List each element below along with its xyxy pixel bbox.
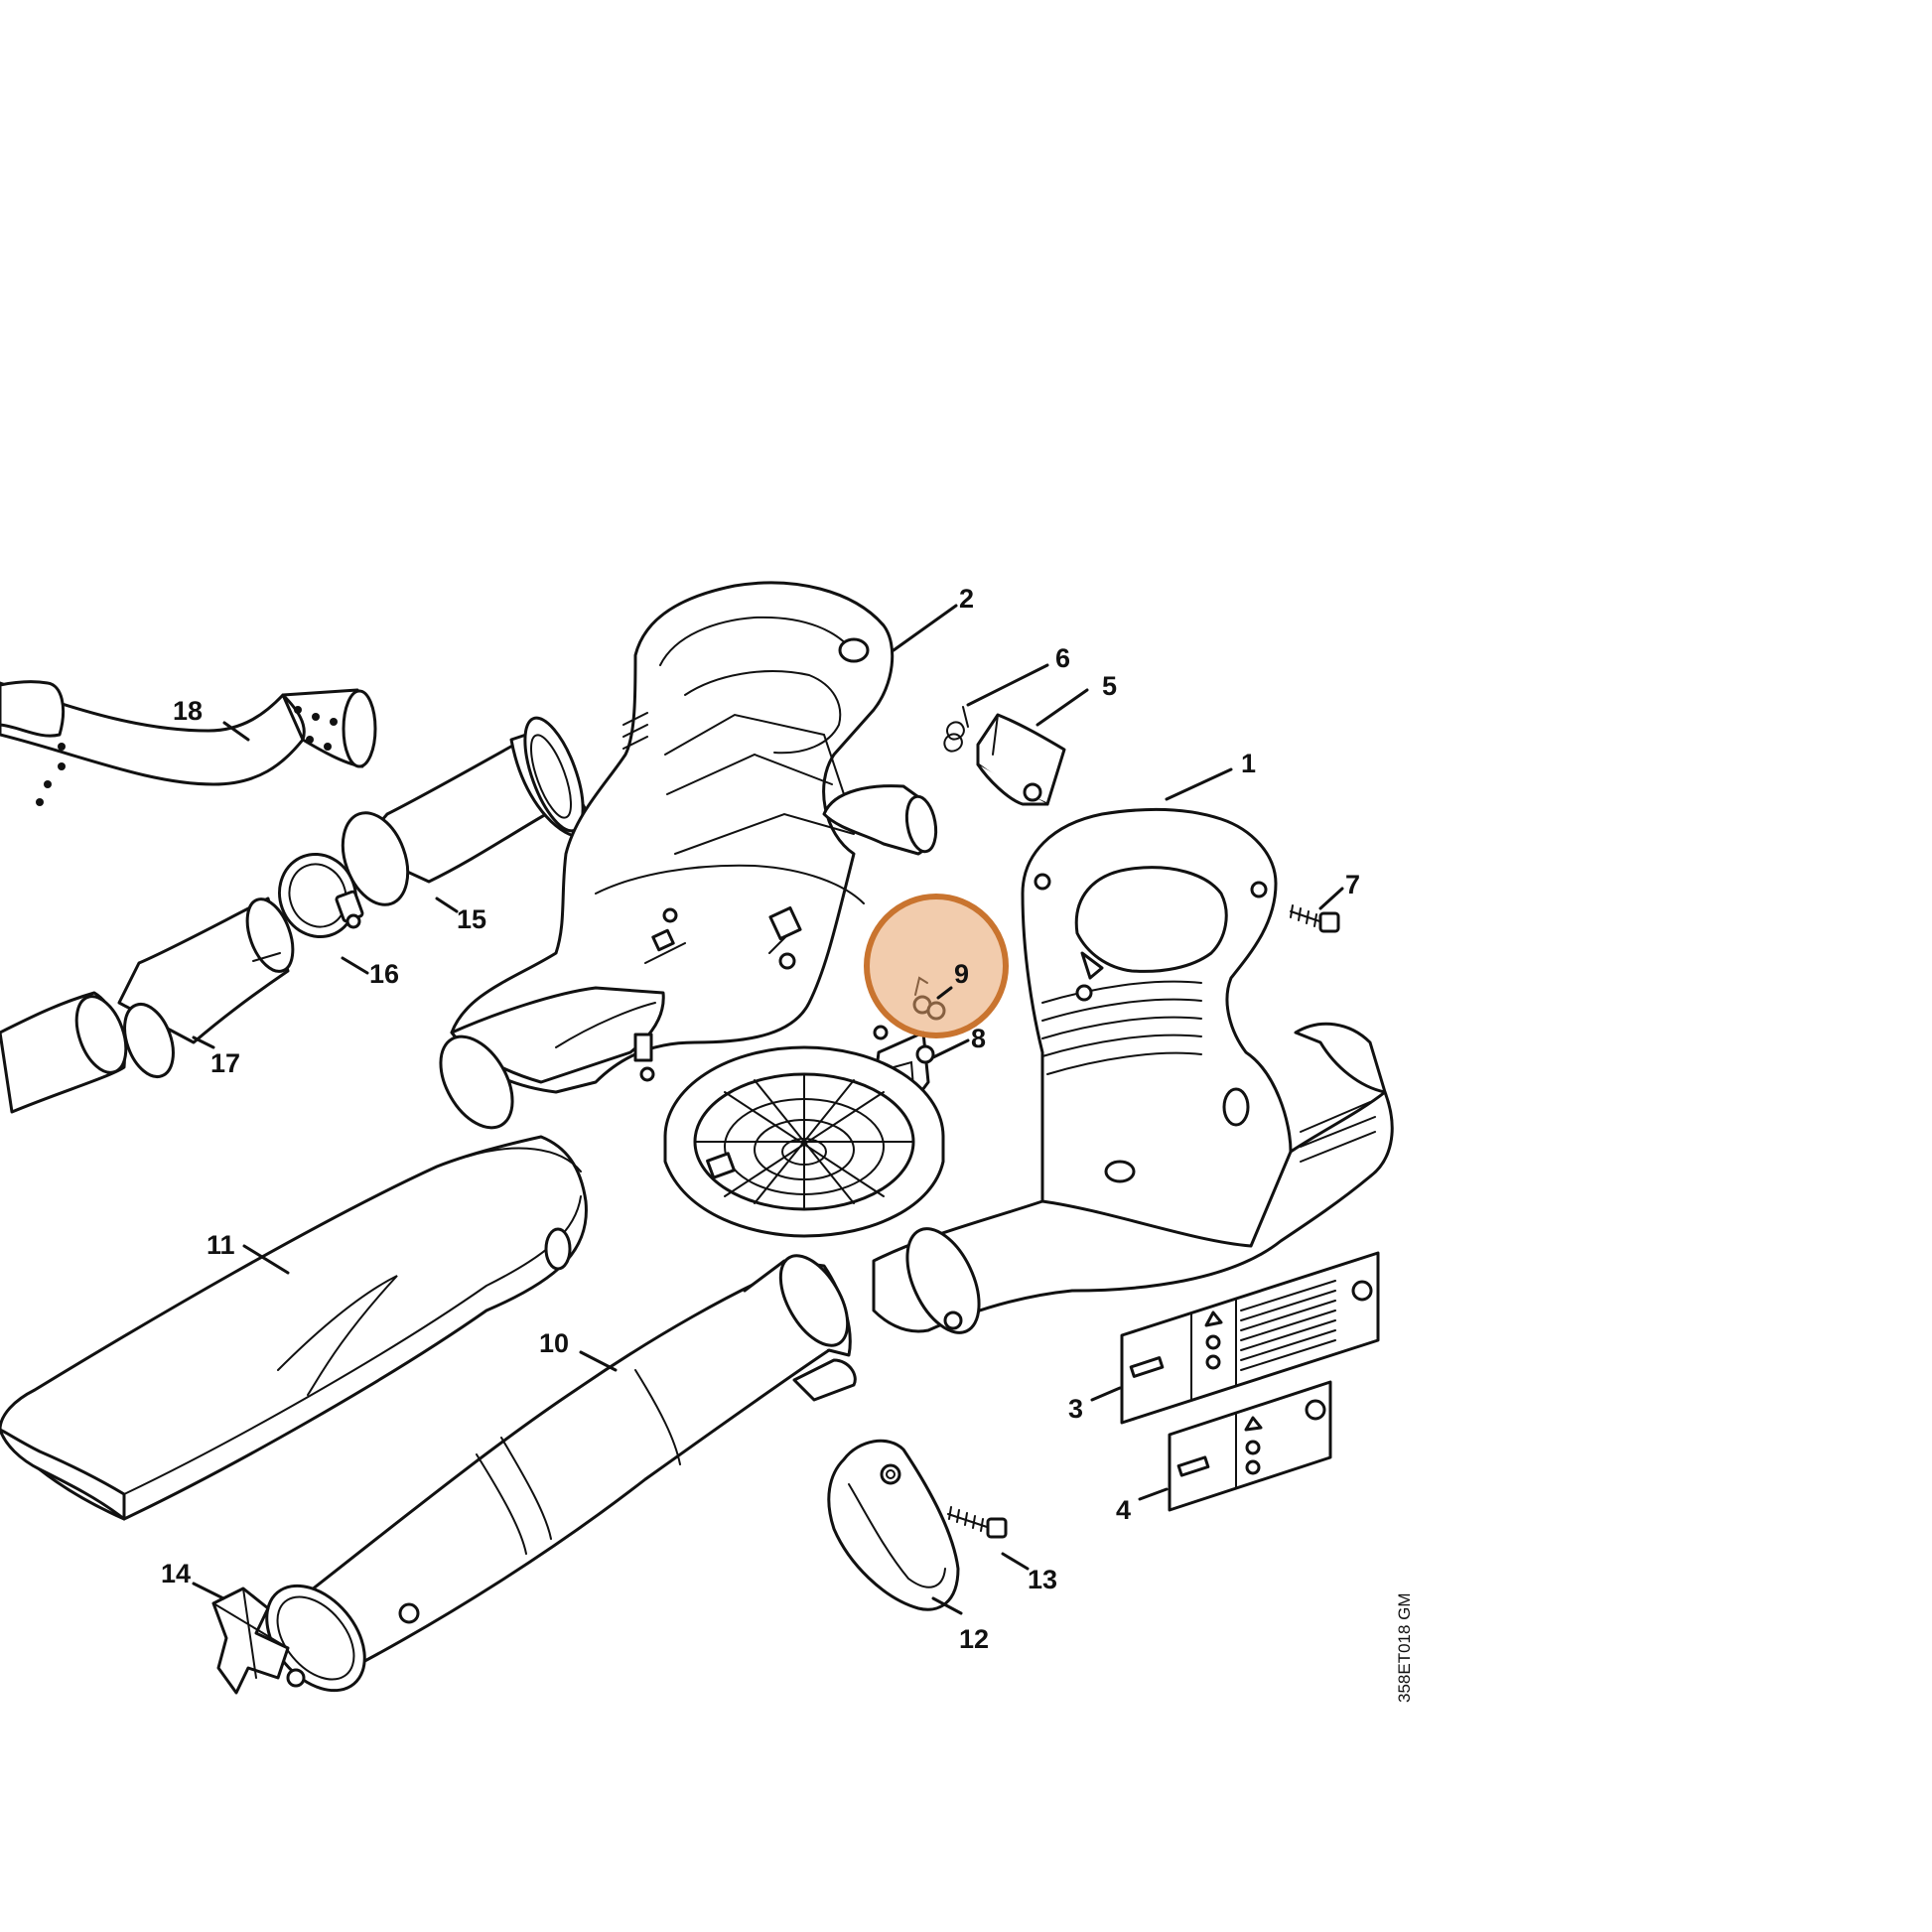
part-12-clamp-ring[interactable]: [827, 1439, 960, 1611]
part-10-blower-tube[interactable]: [247, 1245, 862, 1710]
callout-10: 10: [539, 1328, 569, 1358]
callout-7: 7: [1345, 870, 1360, 899]
part-13-screw[interactable]: [947, 1506, 1008, 1539]
part-1-housing-half[interactable]: [872, 807, 1394, 1343]
callout-17: 17: [210, 1048, 240, 1078]
callout-15: 15: [457, 904, 486, 934]
impeller-cover[interactable]: [663, 1045, 945, 1238]
callout-6: 6: [1055, 643, 1070, 673]
callout-12: 12: [959, 1624, 989, 1654]
callout-1: 1: [1241, 749, 1256, 778]
part-4-label[interactable]: [1168, 1380, 1332, 1512]
highlight-ring: [864, 894, 1009, 1038]
part-18-bent-tube[interactable]: [0, 680, 377, 806]
callout-18: 18: [173, 696, 203, 726]
part-16-hose-clamp[interactable]: [268, 844, 367, 948]
part-5-flap[interactable]: [976, 713, 1066, 806]
part-14-impeller[interactable]: [211, 1587, 306, 1695]
callout-8: 8: [971, 1024, 986, 1053]
callout-3: 3: [1068, 1394, 1083, 1424]
callout-14: 14: [161, 1559, 191, 1588]
part-11-flat-nozzle[interactable]: [0, 1135, 588, 1521]
part-2-housing-half[interactable]: [426, 581, 940, 1140]
callout-13: 13: [1028, 1565, 1057, 1594]
part-6-spring[interactable]: [943, 706, 969, 753]
drawing-code: 358ET018 GM: [1395, 1592, 1414, 1703]
callout-2: 2: [959, 584, 974, 614]
callout-16: 16: [369, 959, 399, 989]
callout-5: 5: [1102, 671, 1117, 701]
callout-11: 11: [207, 1230, 235, 1260]
part-3-label[interactable]: [1120, 1251, 1380, 1425]
callout-9: 9: [954, 959, 969, 989]
leader-lines: [192, 604, 1344, 1615]
part-7-screw[interactable]: [1290, 904, 1340, 933]
part-17-suction-tube[interactable]: [0, 893, 302, 1114]
callout-4: 4: [1116, 1495, 1131, 1525]
